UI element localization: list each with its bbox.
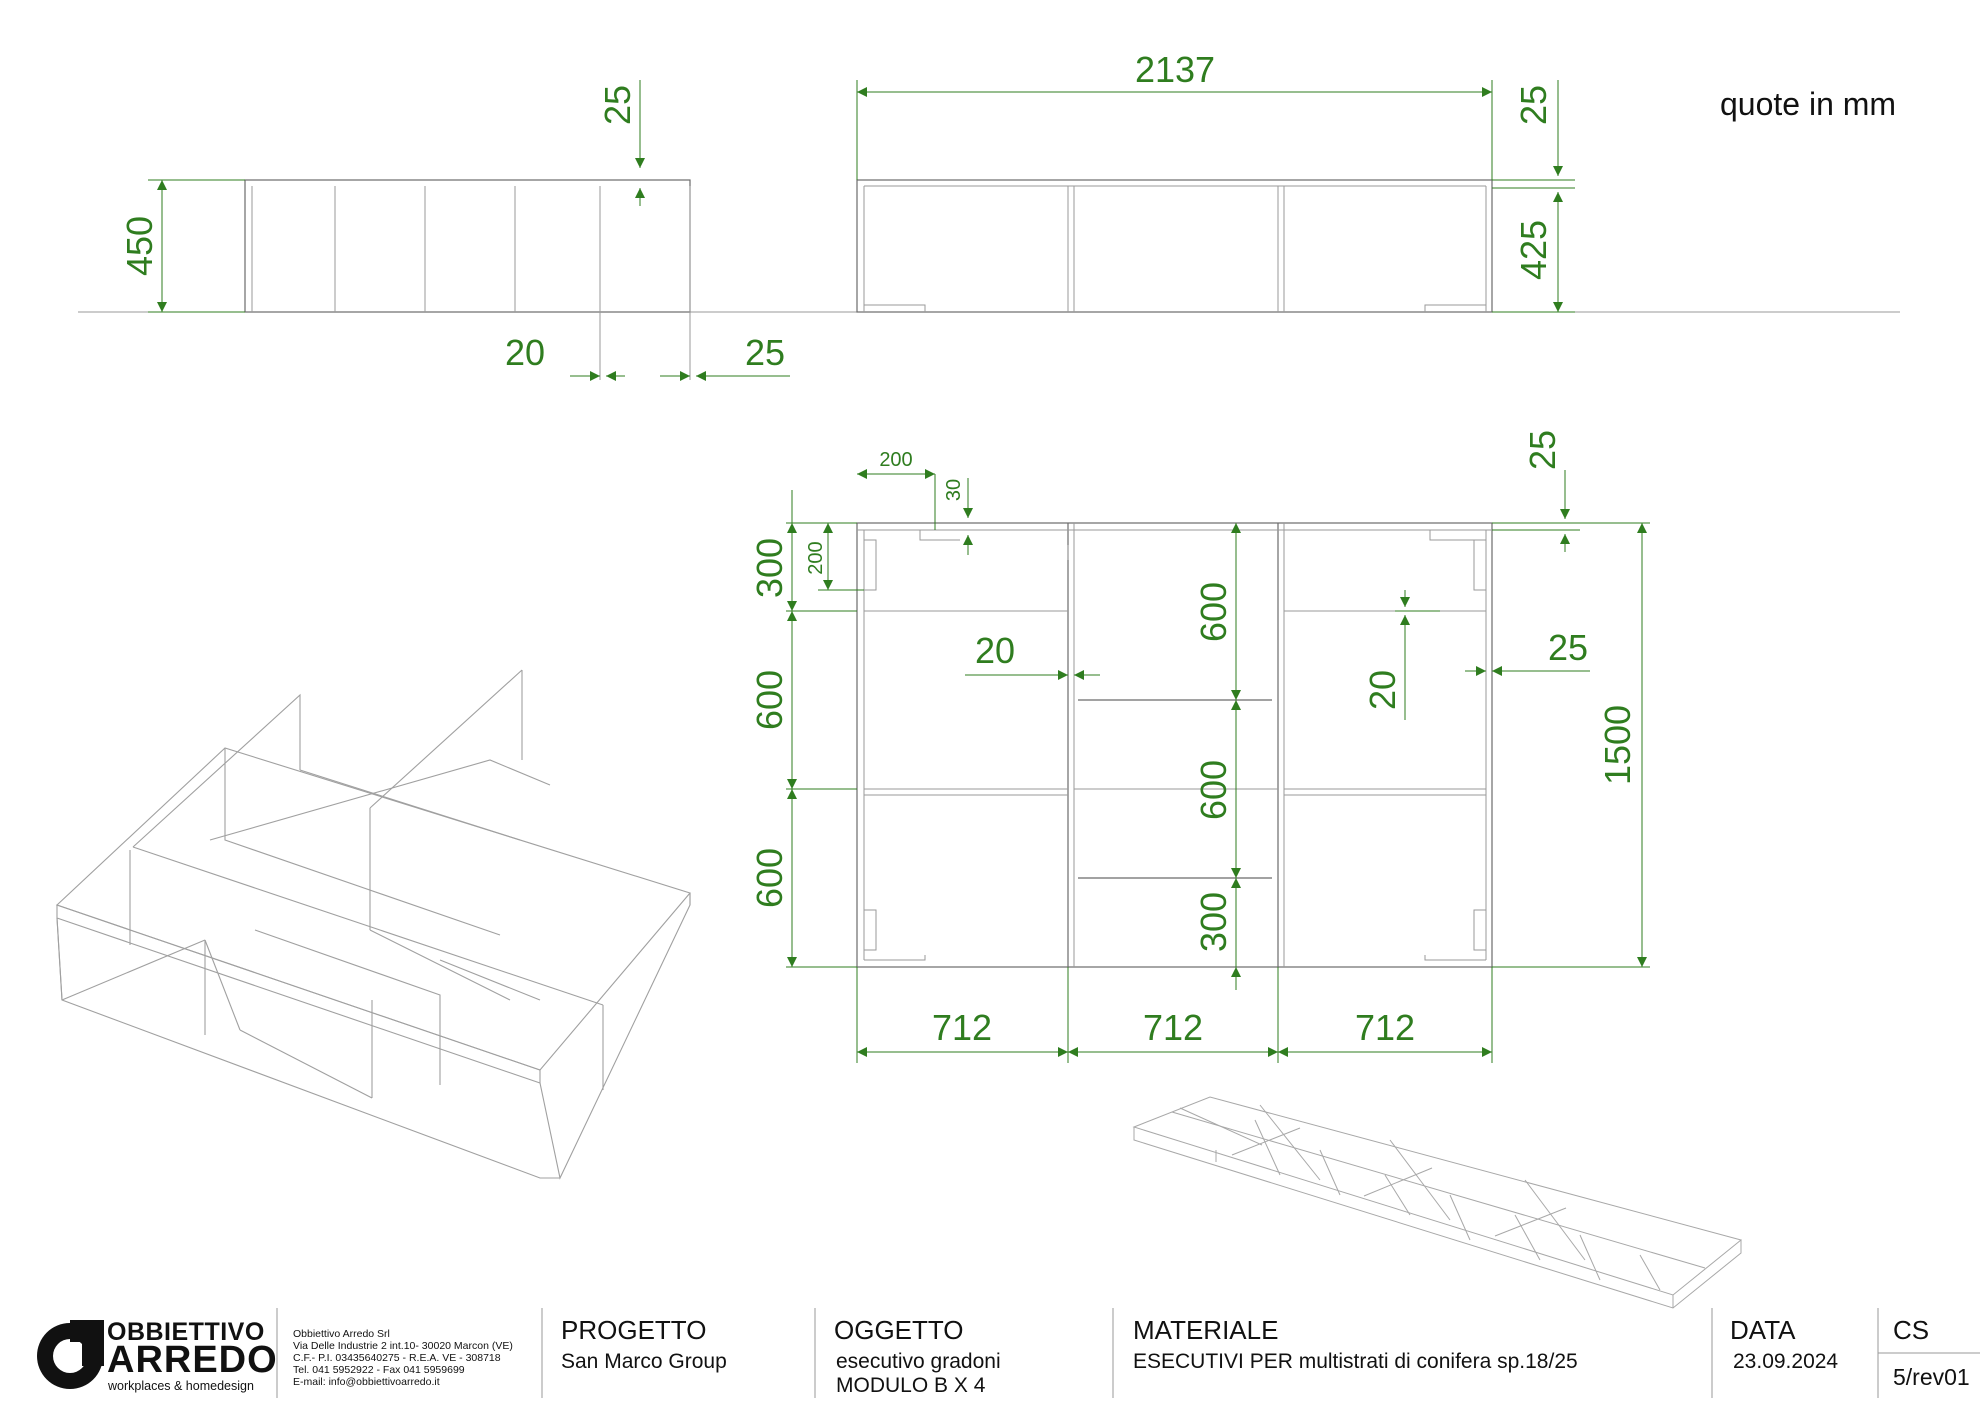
- dim-25-plan-right: 25: [1548, 627, 1588, 668]
- data-value: 23.09.2024: [1733, 1350, 1839, 1373]
- dim-600-plan-mid-b: 600: [1193, 760, 1234, 820]
- dim-25-top-right: 25: [1513, 85, 1554, 125]
- dim-300-plan-left: 300: [749, 538, 790, 598]
- dim-712-c: 712: [1355, 1007, 1415, 1048]
- plan-view: [856, 522, 1493, 968]
- dim-2137: 2137: [1135, 49, 1215, 90]
- company-name-line1: OBBIETTIVO: [107, 1318, 265, 1346]
- oggetto-value-1: esecutivo gradoni: [836, 1350, 1001, 1373]
- isometric-assembly-view: [1132, 1096, 1743, 1309]
- dim-200-top: 200: [879, 449, 912, 471]
- company-logo-mark: [37, 1320, 104, 1389]
- oggetto-value-2: MODULO B X 4: [836, 1374, 986, 1397]
- company-tagline: workplaces & homedesign: [108, 1379, 254, 1393]
- dim-20-bottom: 20: [505, 332, 545, 373]
- company-info: Obbiettivo Arredo Srl Via Delle Industri…: [293, 1328, 513, 1388]
- dim-20-plan-right: 20: [1362, 670, 1403, 710]
- dim-600-plan-mid-a: 600: [1193, 582, 1234, 642]
- oggetto-label: OGGETTO: [834, 1315, 964, 1345]
- dim-600-plan-left-a: 600: [749, 670, 790, 730]
- company-name-line2: ARREDO: [107, 1339, 278, 1381]
- dim-25-plan-top: 25: [1522, 430, 1563, 470]
- progetto-value: San Marco Group: [561, 1350, 727, 1373]
- materiale-label: MATERIALE: [1133, 1315, 1279, 1345]
- title-block-lines: [276, 1308, 1980, 1398]
- dim-25-top-left: 25: [597, 85, 638, 125]
- company-info-line: Tel. 041 5952922 - Fax 041 5959699: [293, 1364, 465, 1376]
- company-info-line: C.F.- P.I. 03435640275 - R.E.A. VE - 308…: [293, 1352, 501, 1364]
- company-info-line: Obbiettivo Arredo Srl: [293, 1328, 390, 1340]
- units-note: quote in mm: [1720, 86, 1896, 122]
- dim-712-a: 712: [932, 1007, 992, 1048]
- dim-25-bottom: 25: [745, 332, 785, 373]
- dim-300-plan-mid: 300: [1193, 892, 1234, 952]
- dim-425: 425: [1513, 220, 1554, 280]
- dim-712-b: 712: [1143, 1007, 1203, 1048]
- elevation-side-view: [244, 179, 691, 380]
- dim-600-plan-left-b: 600: [749, 848, 790, 908]
- materiale-value: ESECUTIVI PER multistrati di conifera sp…: [1133, 1350, 1578, 1373]
- company-info-line: Via Delle Industrie 2 int.10- 30020 Marc…: [293, 1340, 513, 1352]
- dim-200-plan-left: 200: [805, 541, 827, 574]
- progetto-label: PROGETTO: [561, 1315, 707, 1345]
- elevation-front-view: [856, 179, 1493, 313]
- company-info-line: E-mail: info@obbiettivoarredo.it: [293, 1376, 440, 1388]
- dim-20-plan-mid: 20: [975, 630, 1015, 671]
- cs-label: CS: [1893, 1315, 1930, 1345]
- data-label: DATA: [1730, 1315, 1796, 1345]
- cs-value: 5/rev01: [1893, 1364, 1970, 1390]
- dim-450: 450: [119, 216, 160, 276]
- dim-30-top: 30: [943, 479, 965, 501]
- isometric-module-view: [55, 669, 691, 1180]
- dim-1500: 1500: [1597, 705, 1638, 785]
